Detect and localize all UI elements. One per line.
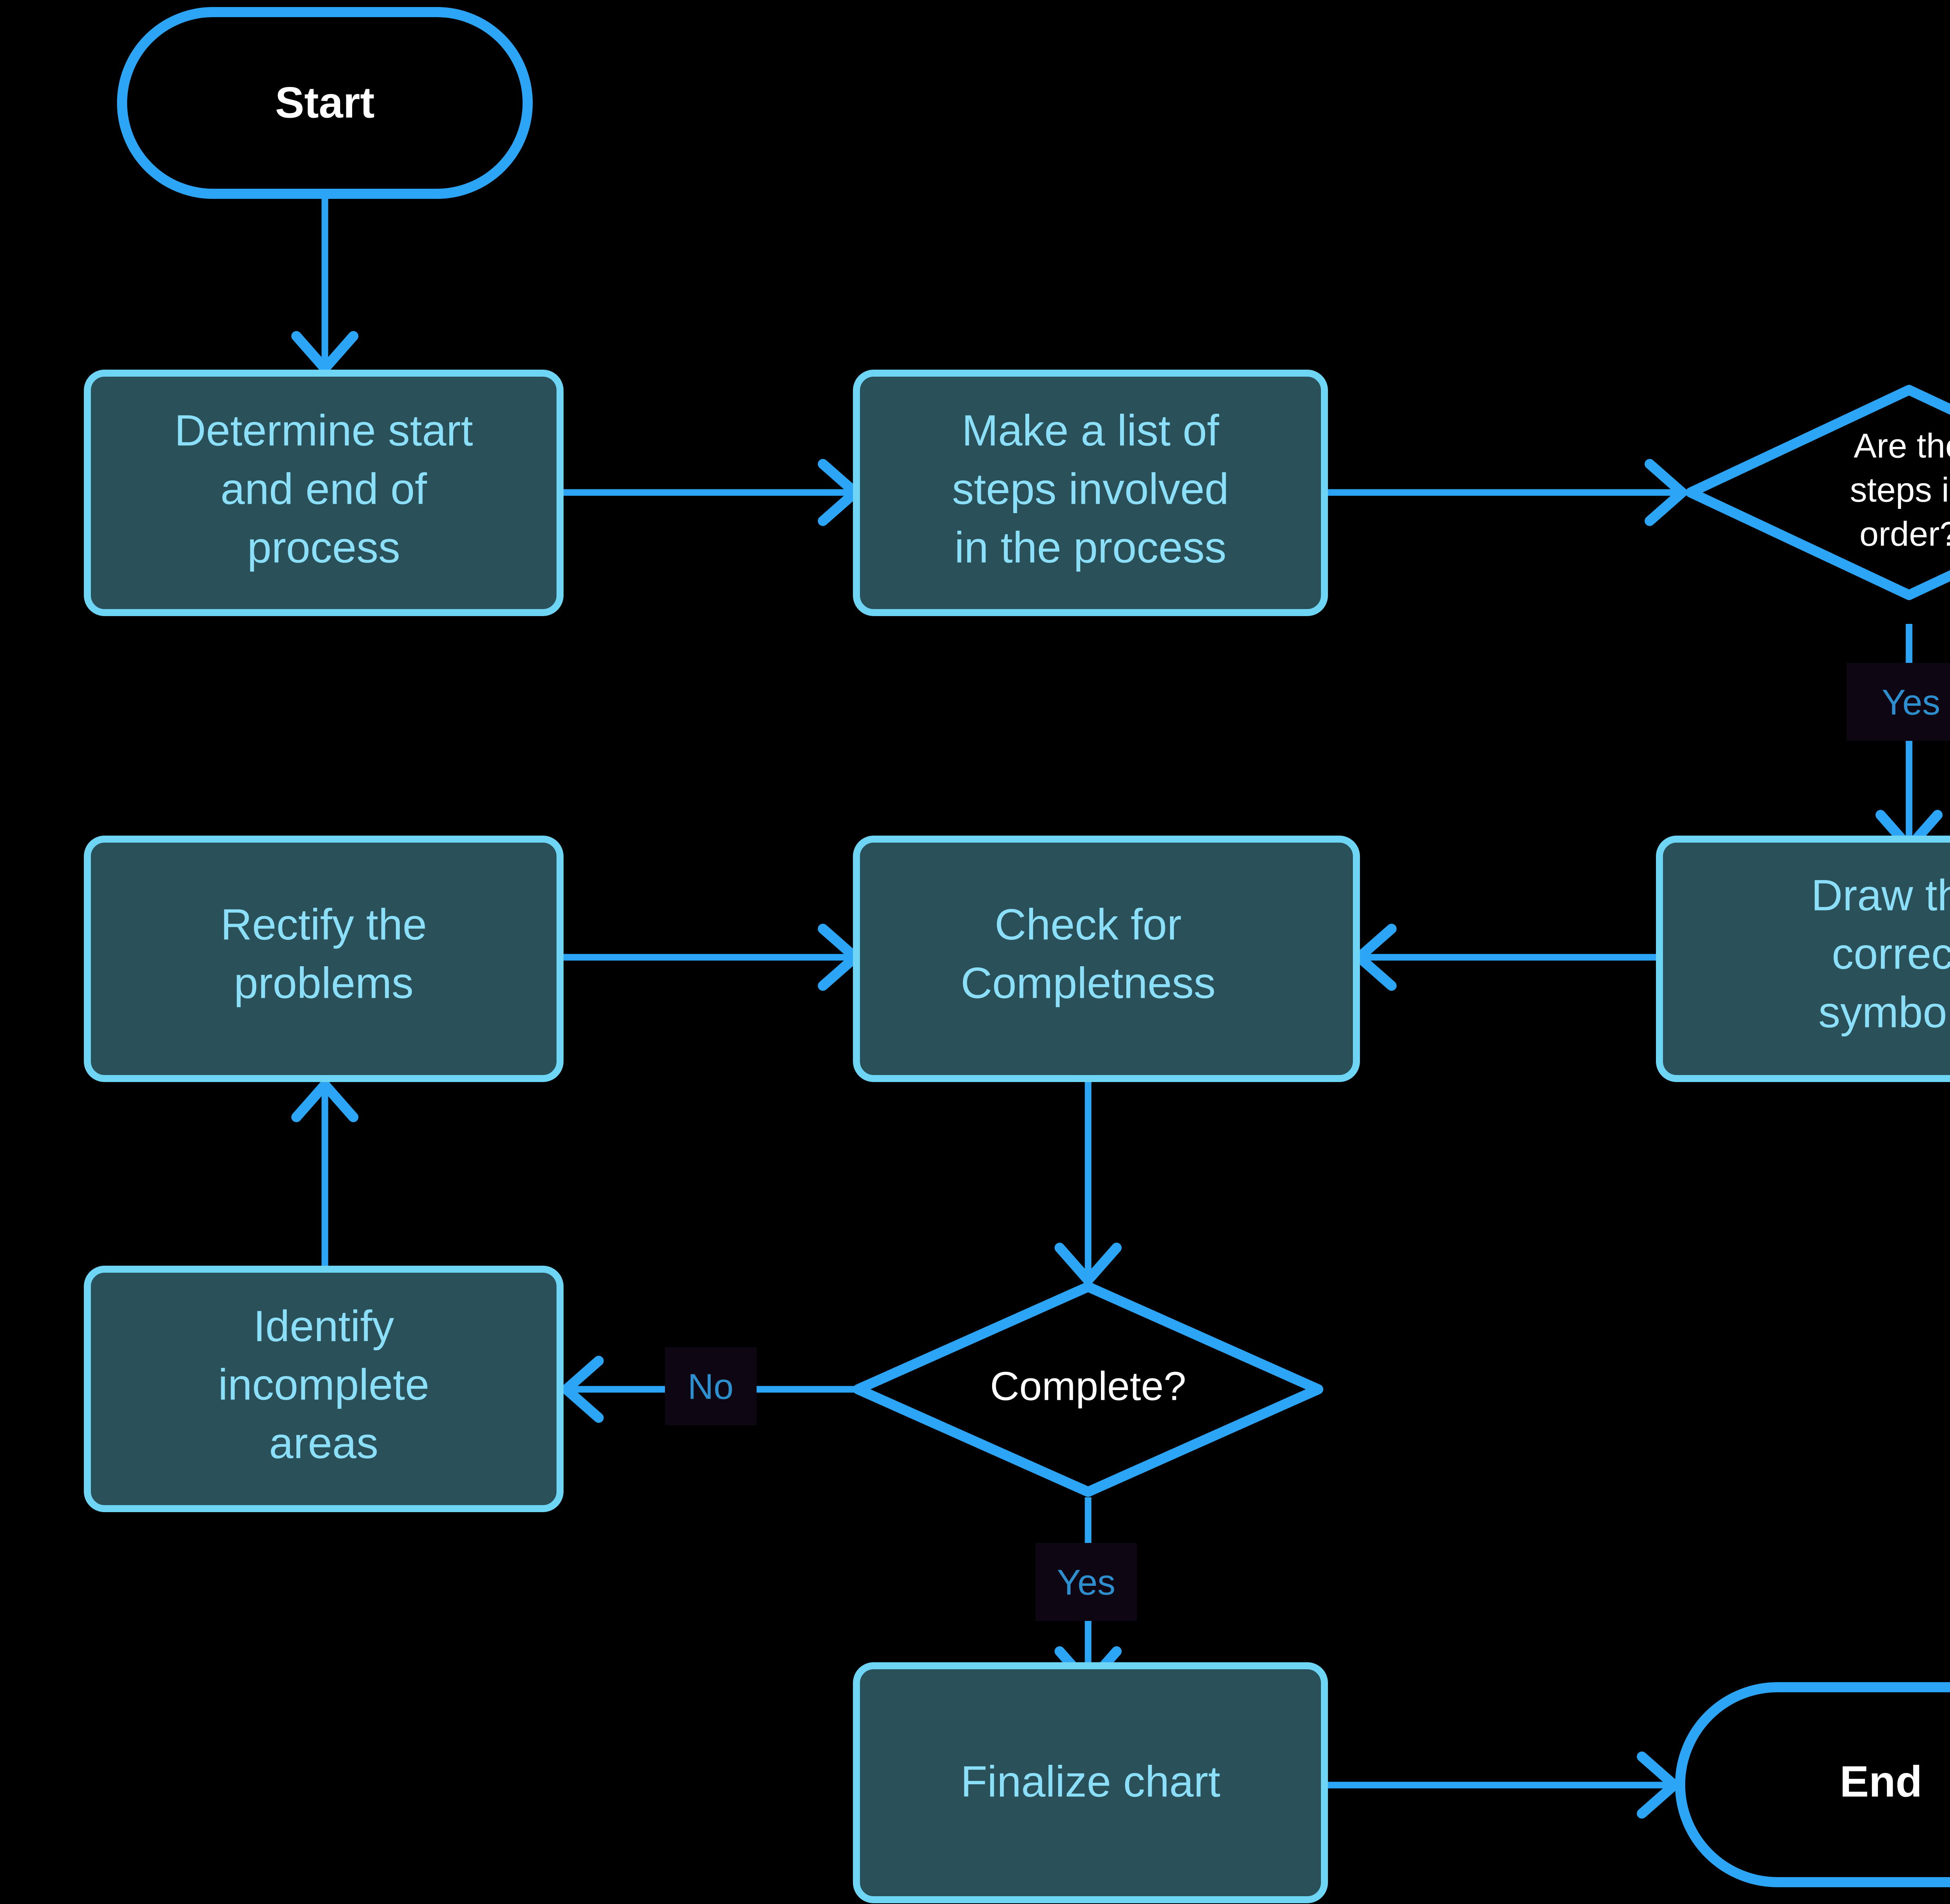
node-determine-line3: process: [247, 523, 400, 572]
node-complete-question[interactable]: Complete?: [853, 1282, 1323, 1497]
node-check-complete-line2: Completness: [961, 959, 1216, 1008]
node-determine[interactable]: Determine start and end of process: [84, 370, 564, 616]
node-start[interactable]: Start: [117, 7, 533, 199]
node-end-label: End: [1840, 1757, 1922, 1806]
node-complete-question-label: Complete?: [990, 1364, 1186, 1409]
node-finalize-label: Finalize chart: [961, 1757, 1220, 1806]
node-identify-line2: incomplete: [218, 1360, 429, 1409]
node-start-label: Start: [275, 78, 374, 127]
node-make-list[interactable]: Make a list of steps involved in the pro…: [853, 370, 1328, 616]
node-identify-line3: areas: [269, 1419, 378, 1468]
node-draw-symbols-line3: symbols: [1819, 988, 1950, 1037]
edge-label-complete-yes-text: Yes: [1057, 1562, 1115, 1602]
node-steps-in-order-line3: order?: [1860, 514, 1950, 553]
node-end[interactable]: End: [1675, 1682, 1950, 1887]
node-check-complete[interactable]: Check for Completness: [853, 836, 1360, 1082]
node-steps-in-order-line1: Are the: [1854, 426, 1950, 465]
node-check-complete-line1: Check for: [994, 900, 1181, 949]
edge-determine-to-makelist: [560, 459, 860, 526]
edge-label-complete-no-text: No: [688, 1367, 734, 1406]
node-finalize[interactable]: Finalize chart: [853, 1662, 1328, 1903]
node-steps-in-order[interactable]: Are the steps in order?: [1686, 385, 1950, 600]
edge-label-complete-no: No: [665, 1347, 757, 1425]
edge-drawsymbols-to-checkcomplete: [1354, 924, 1662, 991]
edge-label-order-yes: Yes: [1847, 663, 1950, 741]
edge-label-complete-yes: Yes: [1035, 1543, 1137, 1621]
node-rectify[interactable]: Rectify the problems: [84, 836, 564, 1082]
node-determine-line2: and end of: [220, 465, 427, 514]
edge-makelist-to-stepsorder: [1324, 459, 1687, 526]
node-identify-line1: Identify: [253, 1302, 394, 1351]
node-rectify-line1: Rectify the: [220, 900, 427, 949]
node-make-list-line1: Make a list of: [962, 406, 1220, 455]
node-determine-line1: Determine start: [174, 406, 473, 455]
node-make-list-line3: in the process: [954, 523, 1226, 572]
edge-finalize-to-end: [1324, 1752, 1679, 1819]
edge-start-to-determine: [291, 199, 358, 374]
node-draw-symbols-line1: Draw the: [1811, 871, 1950, 920]
edge-identify-to-rectify: [291, 1080, 358, 1269]
node-draw-symbols-line2: correct: [1832, 930, 1950, 978]
edge-rectify-to-checkcomplete: [560, 924, 860, 991]
node-rectify-line2: problems: [234, 959, 414, 1008]
edge-label-order-yes-text: Yes: [1882, 682, 1940, 722]
node-identify[interactable]: Identify incomplete areas: [84, 1266, 564, 1512]
edge-checkcomplete-to-completeq: [1055, 1078, 1122, 1285]
node-steps-in-order-line2: steps in: [1850, 470, 1950, 509]
node-draw-symbols[interactable]: Draw the correct symbols: [1656, 836, 1950, 1082]
node-make-list-line2: steps involved: [952, 465, 1229, 514]
